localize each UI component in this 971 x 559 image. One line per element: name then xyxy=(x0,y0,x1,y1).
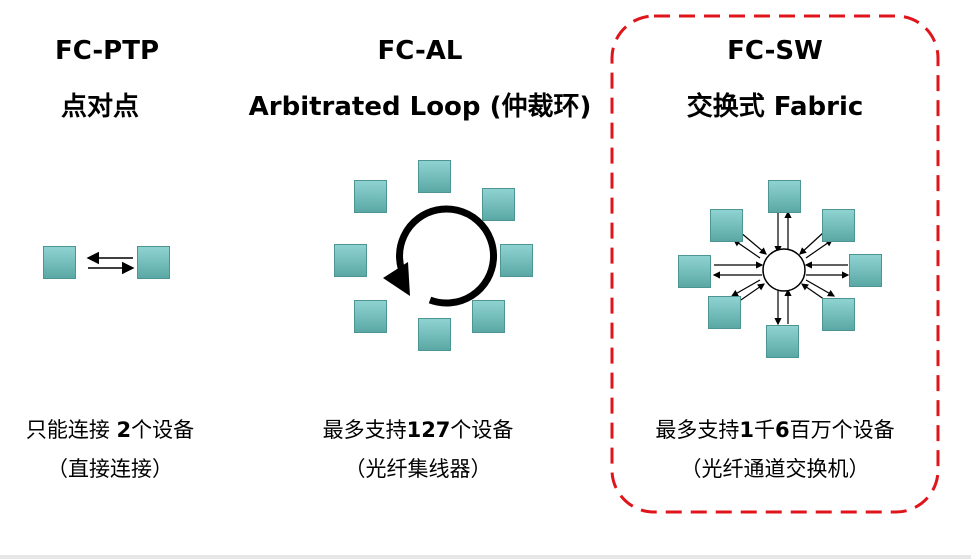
device-node xyxy=(822,298,855,331)
panel-capacity: 只能连接 2个设备 xyxy=(10,414,210,444)
panel-subtitle: Arbitrated Loop (仲裁环) xyxy=(248,92,592,122)
device-node xyxy=(500,244,533,277)
device-node xyxy=(482,188,515,221)
panel-title: FC-SW xyxy=(727,36,823,66)
bottom-divider xyxy=(0,555,971,559)
device-node xyxy=(472,300,505,333)
loop-arrow-icon xyxy=(383,205,498,307)
device-node xyxy=(766,325,799,358)
panel-title: FC-AL xyxy=(377,36,463,66)
capacity-number: 2 xyxy=(116,418,132,442)
capacity-number-2: 6 xyxy=(775,418,790,442)
switch-circle xyxy=(762,248,806,292)
panel-note: （直接连接） xyxy=(47,457,173,481)
device-node xyxy=(849,254,882,287)
capacity-suffix: 个设备 xyxy=(450,418,514,442)
device-node xyxy=(354,180,387,213)
panel-title: FC-PTP xyxy=(54,36,160,66)
panel-note: （光纤集线器） xyxy=(344,457,492,481)
device-node xyxy=(708,296,741,329)
panel-fc-al: FC-AL Arbitrated Loop (仲裁环) 最多支持127个设备 （… xyxy=(230,0,610,559)
device-node xyxy=(768,180,801,213)
capacity-suffix: 百万个设备 xyxy=(789,418,895,442)
capacity-unit: 千 xyxy=(754,418,775,442)
device-node xyxy=(418,318,451,351)
capacity-number: 1 xyxy=(739,418,754,442)
device-node xyxy=(43,246,76,279)
device-node xyxy=(822,209,855,242)
device-node xyxy=(354,300,387,333)
panel-note: （光纤通道交换机） xyxy=(680,457,870,481)
capacity-number: 127 xyxy=(406,418,451,442)
bidirectional-arrow-icon xyxy=(86,251,135,275)
panel-subtitle: 点对点 xyxy=(60,92,139,122)
device-node xyxy=(137,246,170,279)
device-node xyxy=(710,209,743,242)
panel-subtitle: 交换式 Fabric xyxy=(686,92,864,122)
capacity-prefix: 最多支持 xyxy=(655,418,740,442)
capacity-prefix: 只能连接 xyxy=(25,418,117,442)
panel-capacity: 最多支持127个设备 xyxy=(226,414,610,444)
device-node xyxy=(334,244,367,277)
panel-capacity: 最多支持1千6百万个设备 xyxy=(612,414,938,444)
capacity-prefix: 最多支持 xyxy=(322,418,407,442)
panel-fc-ptp: FC-PTP 点对点 只能连接 2个设备 （直接连接） xyxy=(0,0,210,559)
panel-fc-sw: FC-SW 交换式 Fabric xyxy=(612,0,938,559)
device-node xyxy=(418,160,451,193)
device-node xyxy=(678,255,711,288)
capacity-suffix: 个设备 xyxy=(131,418,195,442)
